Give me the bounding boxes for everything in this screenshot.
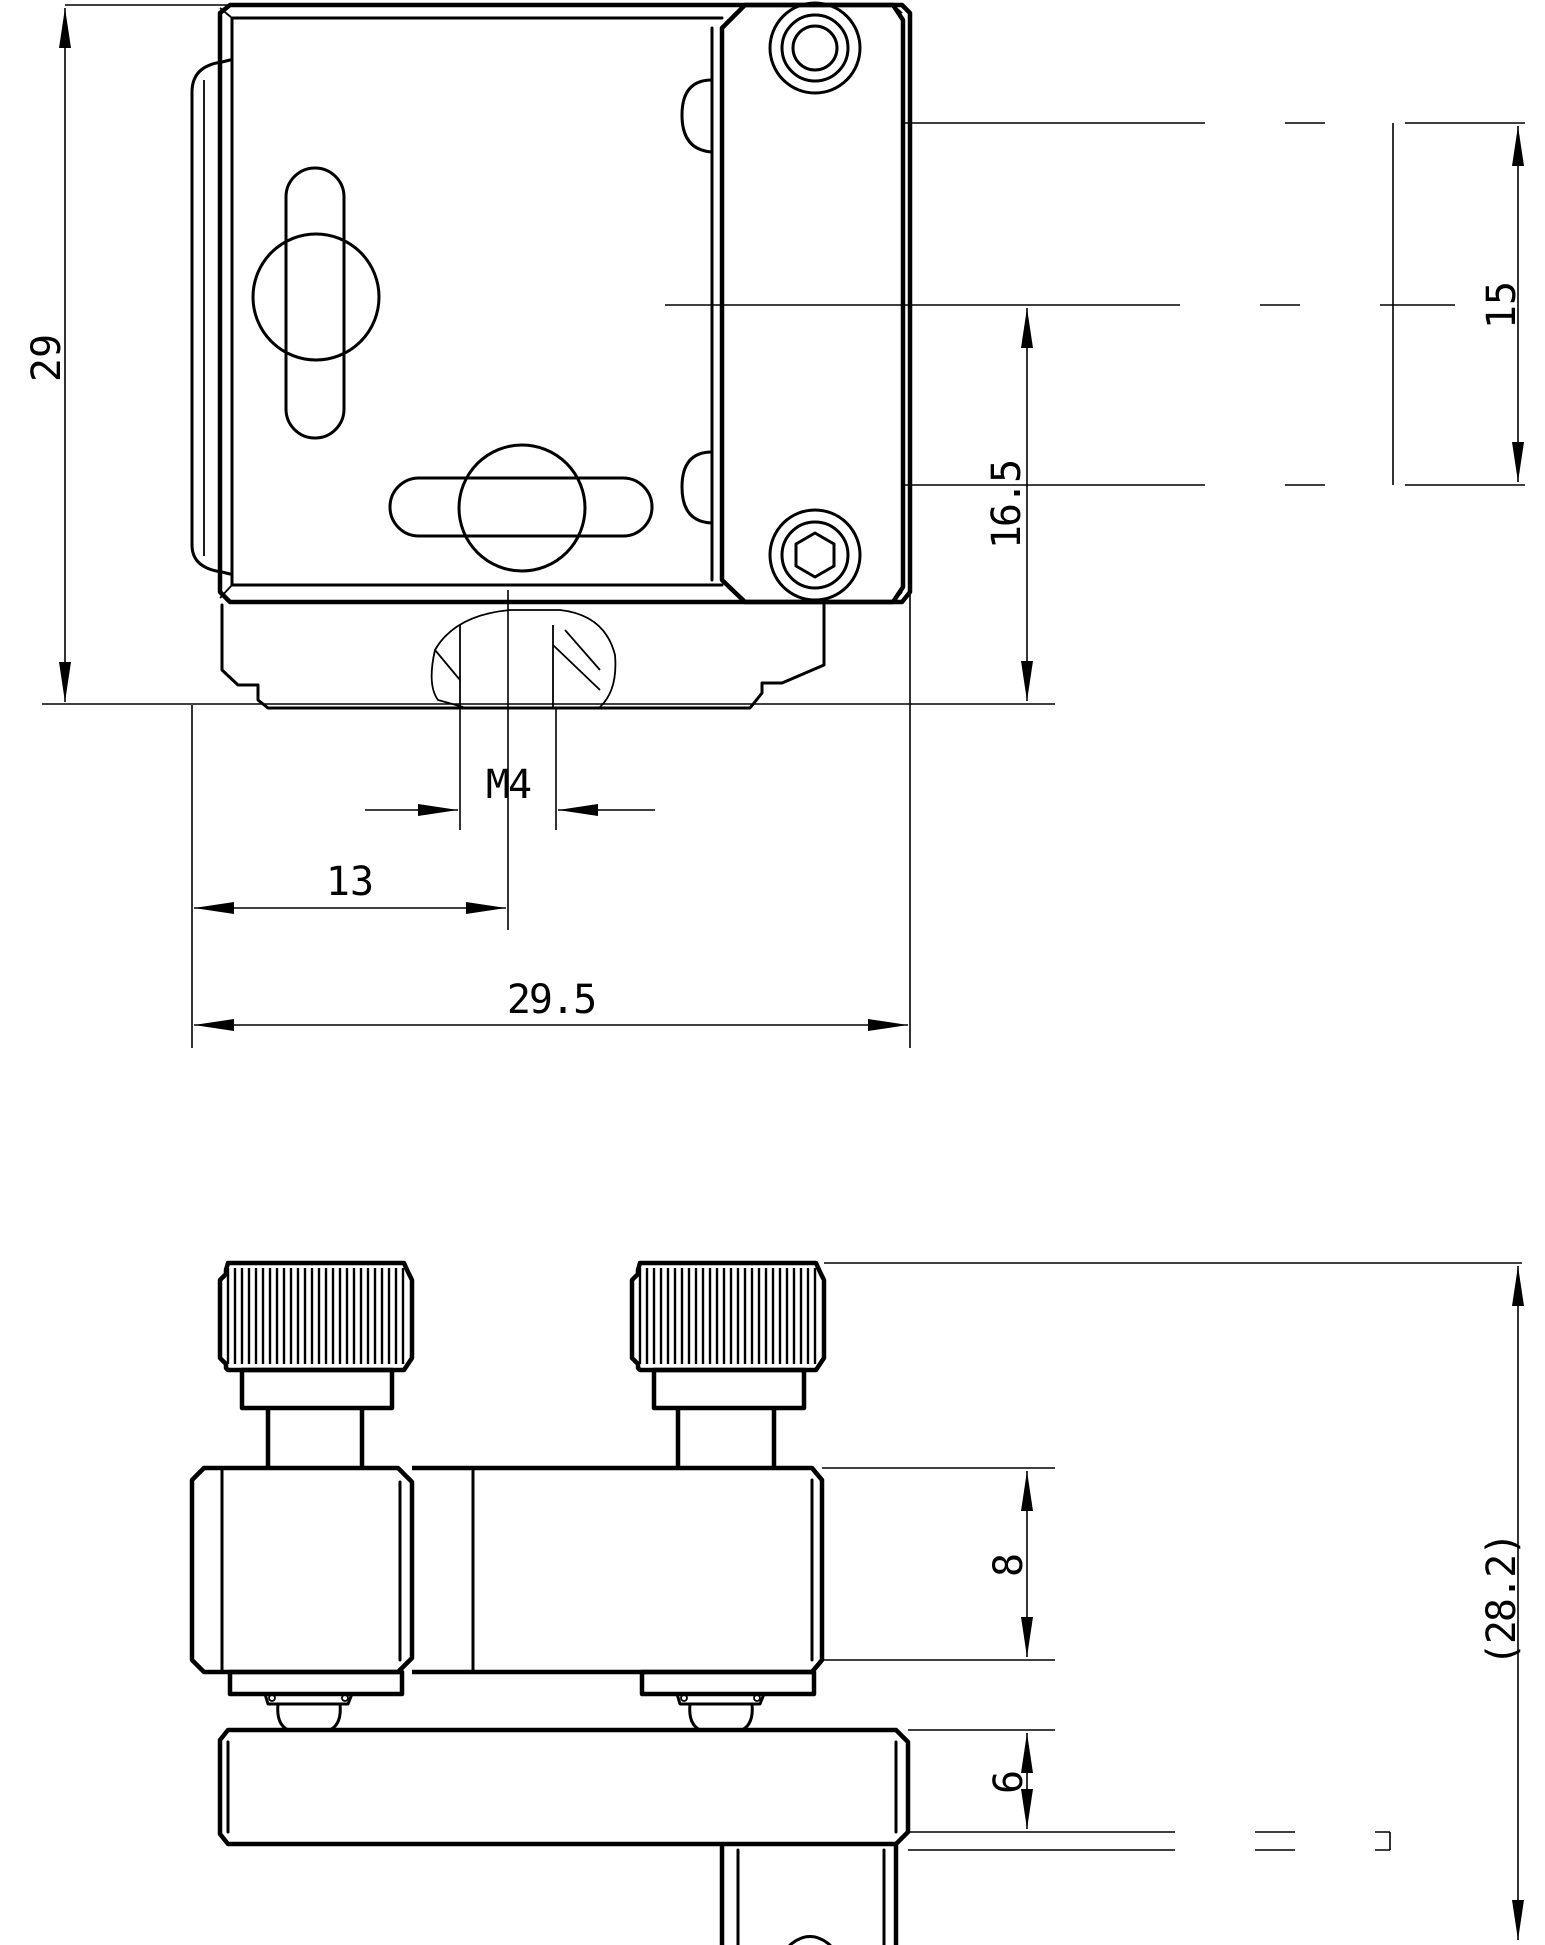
horizontal-slot [388, 476, 654, 538]
dim-overall-height: 29 [24, 334, 70, 382]
ball-foot-right-icon [675, 1692, 766, 1732]
mounting-stud [719, 1844, 899, 1945]
bottom-bump [680, 450, 714, 525]
cap-screw-bottom-icon [768, 508, 862, 602]
dim-hole-spacing: 15 [1479, 281, 1525, 329]
clamp-body [189, 1465, 825, 1697]
front-view: 8 6 (28.2) [189, 1260, 1525, 1945]
dim-center-height: 16.5 [984, 461, 1030, 549]
threaded-hole-m4 [430, 609, 617, 708]
top-bump [680, 78, 714, 154]
knurled-knob-left-icon [217, 1260, 415, 1468]
dim-thread-size: M4 [486, 762, 531, 808]
vertical-slot [284, 166, 346, 440]
base-plate [217, 1727, 911, 1847]
dim-base-thickness: 6 [986, 1770, 1032, 1794]
dim-center-offset: 13 [326, 859, 374, 905]
clamp-bar [719, 2, 906, 605]
main-plate-outline [217, 2, 913, 605]
dim-body-thickness: 8 [986, 1553, 1032, 1577]
dim-total-height-ref: (28.2) [1479, 1534, 1525, 1667]
adjust-knob-left [251, 232, 381, 362]
dim-overall-width: 29.5 [507, 977, 595, 1023]
adjust-knob-bottom [457, 443, 587, 573]
cap-screw-top-icon [768, 1, 862, 95]
ball-foot-left-icon [263, 1692, 354, 1732]
knurled-knob-right-icon [629, 1260, 827, 1468]
top-view: 29 15 16.5 M4 13 29.5 [24, 1, 1530, 1048]
lower-base [220, 603, 826, 710]
